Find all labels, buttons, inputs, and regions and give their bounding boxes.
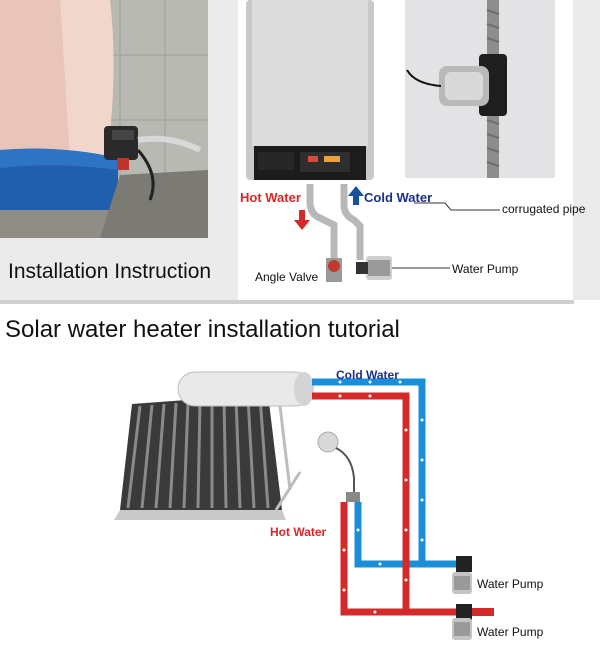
- pump-on-tank-photo: [0, 0, 208, 238]
- hot-water-loop-label: Hot Water: [270, 525, 327, 539]
- pump-closeup-photo: [405, 0, 555, 178]
- water-pump-2-label: Water Pump: [477, 625, 544, 639]
- water-pump-label: Water Pump: [452, 262, 519, 276]
- cold-water-label: Cold Water: [364, 190, 433, 205]
- installation-caption: Installation Instruction: [8, 260, 212, 283]
- cold-water-loop-label: Cold Water: [336, 368, 399, 382]
- hot-water-label: Hot Water: [240, 190, 301, 205]
- water-pump-1-label: Water Pump: [477, 577, 544, 591]
- solar-heater-diagram: [100, 360, 580, 648]
- angle-valve-label: Angle Valve: [255, 270, 319, 284]
- corrugated-pipe-label: corrugated pipe: [502, 202, 586, 216]
- section-divider: [0, 300, 574, 304]
- tutorial-title: Solar water heater installation tutorial: [5, 316, 400, 343]
